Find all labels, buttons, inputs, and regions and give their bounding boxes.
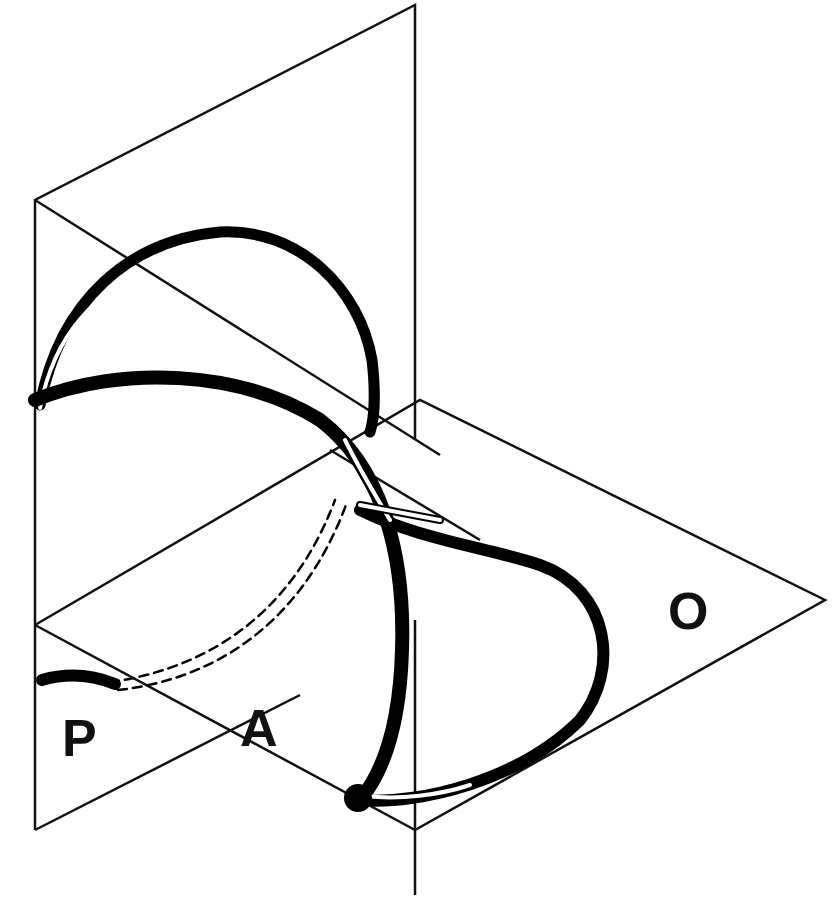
semicircular-canal	[35, 232, 603, 812]
plane-label: P	[62, 712, 97, 764]
plane-outline	[35, 5, 825, 895]
plane-label: A	[240, 702, 278, 754]
plane-label: O	[668, 585, 708, 637]
